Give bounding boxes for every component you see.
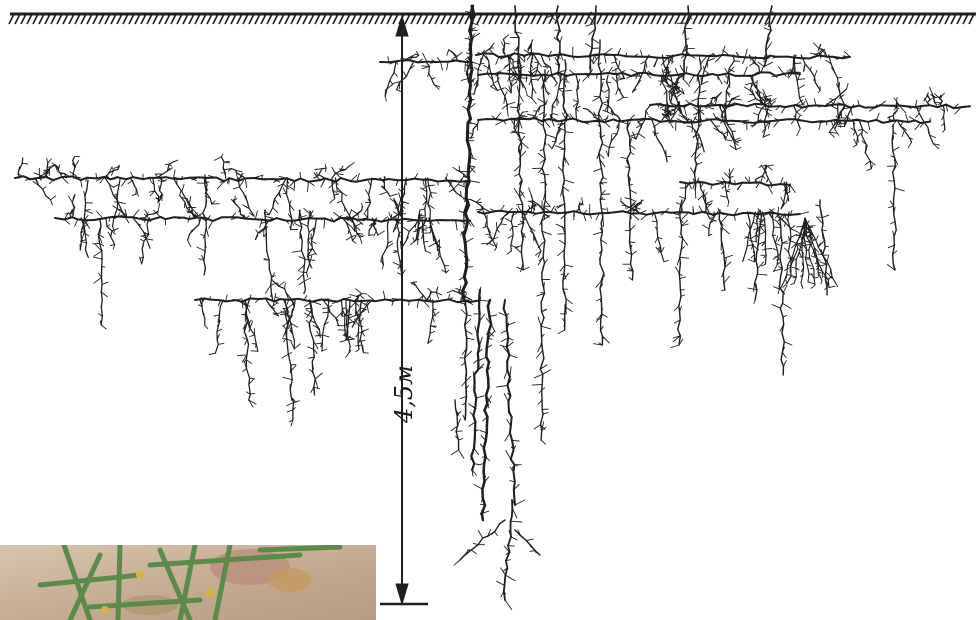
root-system	[15, 5, 970, 610]
dimension-arrow	[380, 16, 428, 604]
depth-label: 4,5м	[390, 365, 418, 423]
plant-photo	[0, 545, 376, 620]
soil-surface-hatching	[9, 14, 976, 24]
